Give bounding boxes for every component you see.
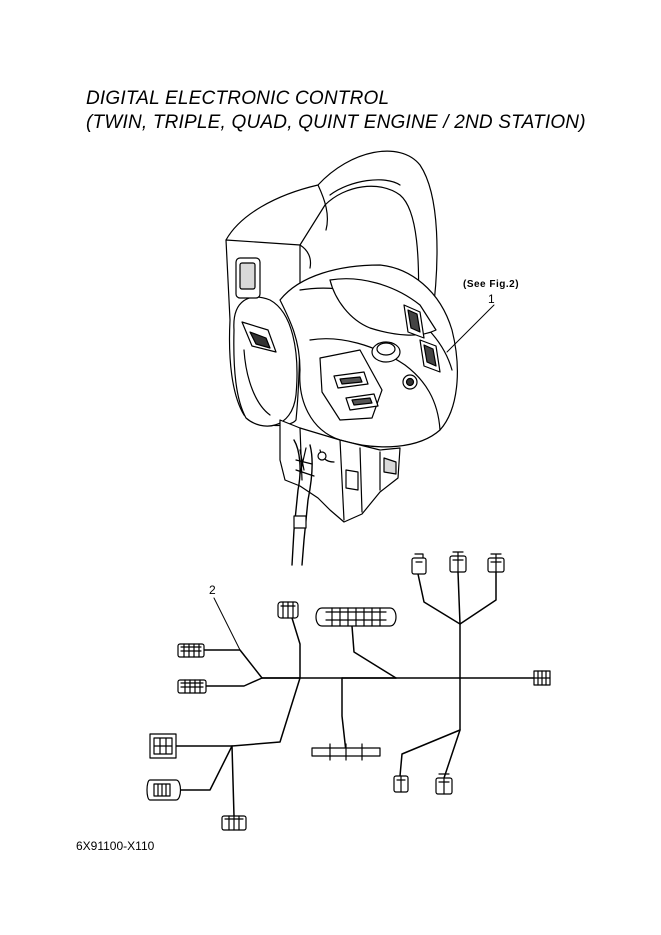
diagram-title-line-1: DIGITAL ELECTRONIC CONTROL: [86, 88, 390, 109]
part-number-2: 2: [209, 583, 216, 597]
wire-harness: [173, 571, 539, 817]
remote-control-unit: [225, 150, 495, 566]
connector-rounded: [146, 779, 182, 801]
part-number-1: 1: [488, 292, 495, 306]
callout-leader-2: [213, 597, 241, 651]
connectors: [146, 551, 551, 831]
callout-leader-1: [446, 304, 495, 353]
cable-bundle: [291, 439, 301, 566]
part-code: 6X91100-X110: [76, 839, 155, 853]
diagram-title-line-2: (TWIN, TRIPLE, QUAD, QUINT ENGINE / 2ND …: [86, 112, 586, 133]
see-fig-2-note: (See Fig.2): [463, 279, 520, 290]
connector-top-1: [411, 557, 427, 575]
